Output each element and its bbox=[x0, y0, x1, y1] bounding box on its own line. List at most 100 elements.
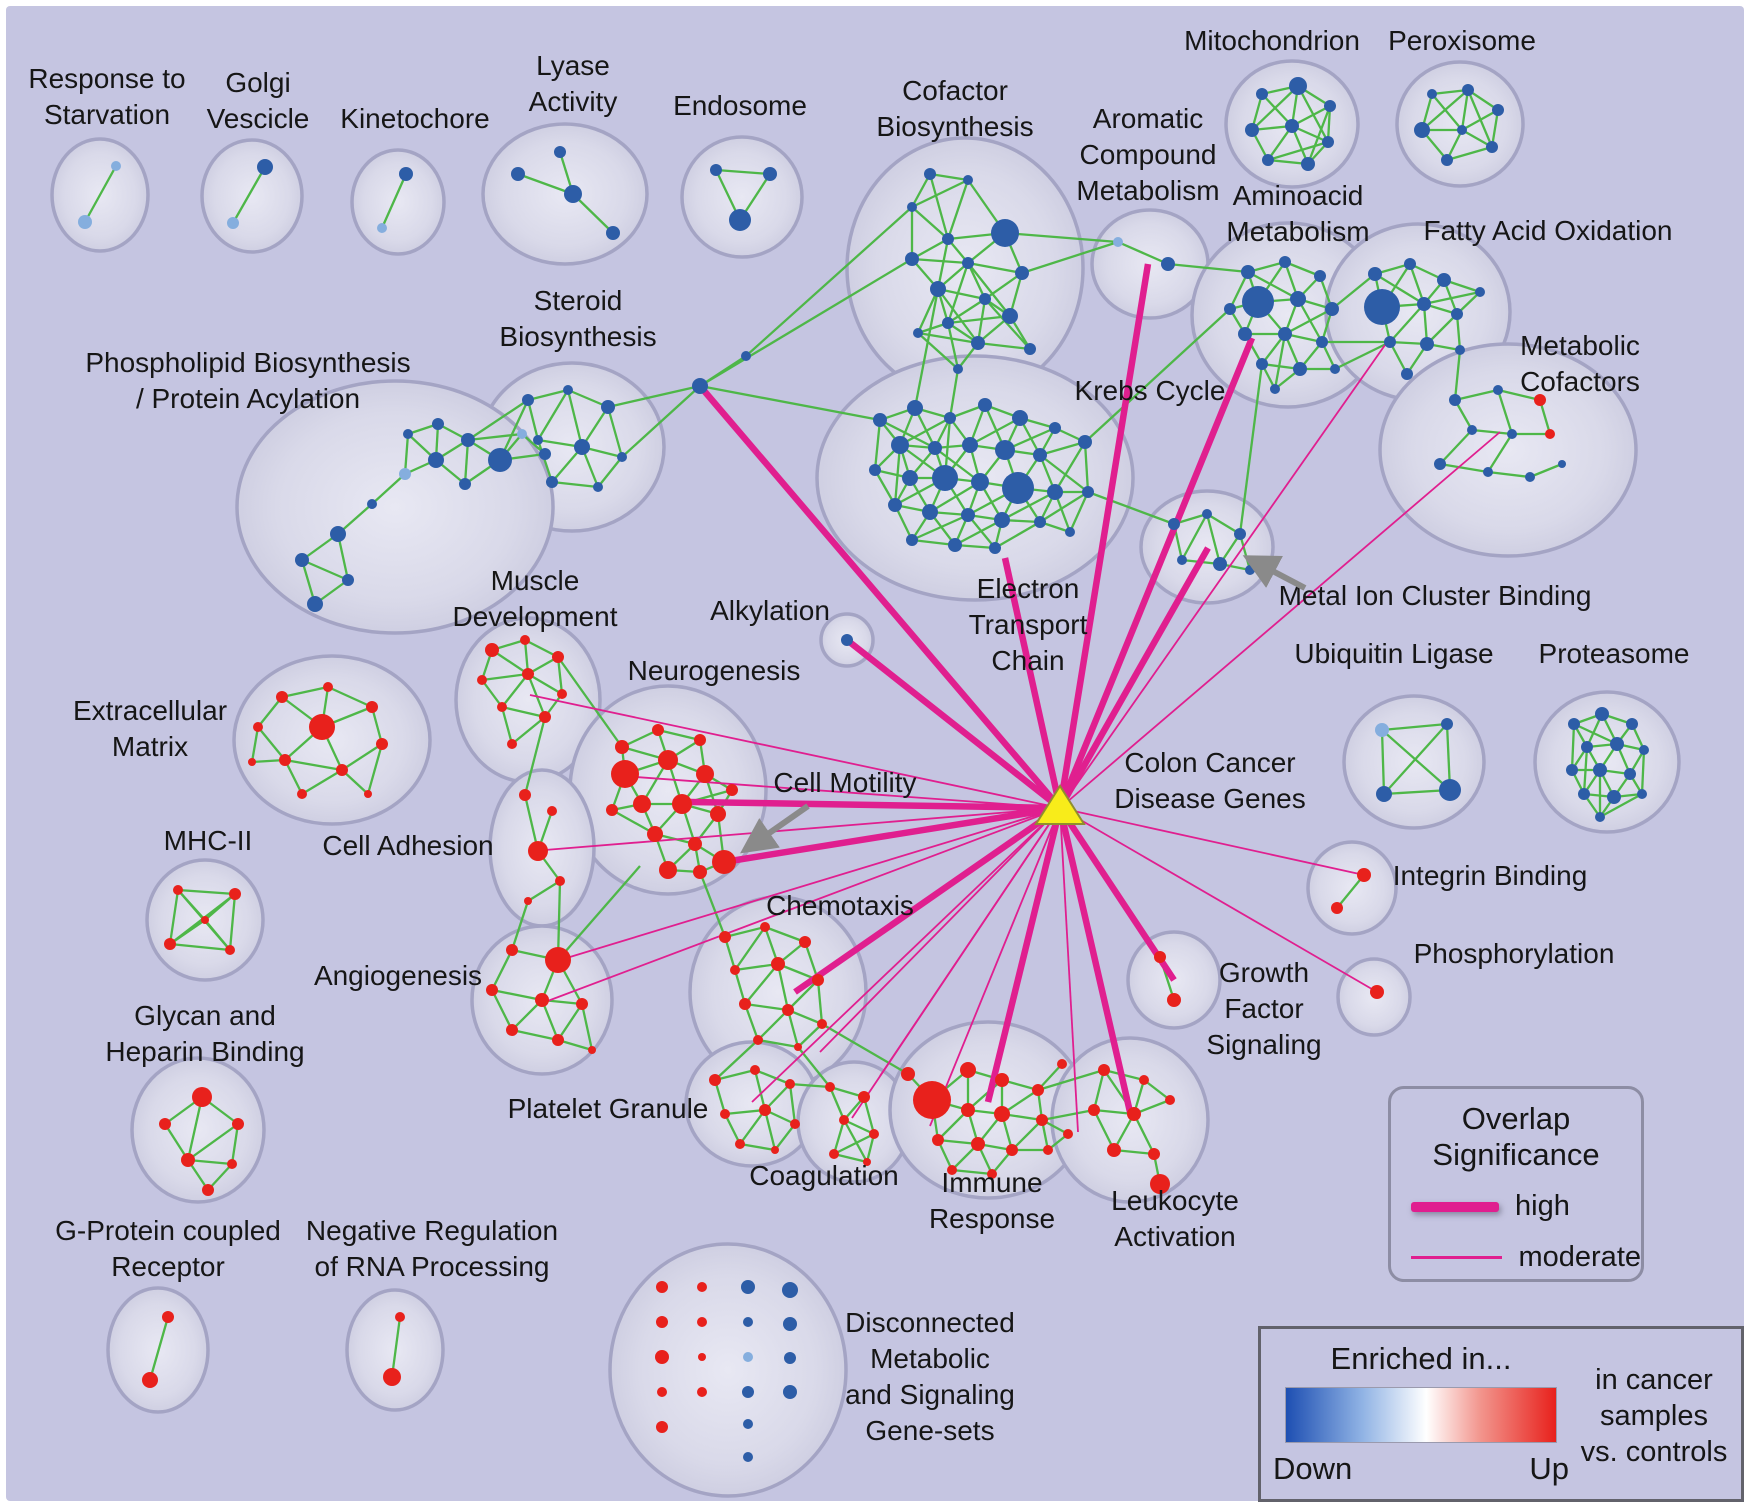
gene-set-node bbox=[535, 993, 549, 1007]
gene-set-edge bbox=[511, 1028, 559, 1042]
gene-set-node bbox=[971, 1137, 985, 1151]
cluster-extracellular-matrix bbox=[232, 654, 432, 826]
gene-set-edge bbox=[911, 513, 969, 542]
gene-set-edge bbox=[168, 889, 180, 945]
gene-set-node bbox=[672, 794, 692, 814]
gene-set-edge bbox=[1466, 89, 1494, 148]
gene-set-node bbox=[253, 722, 263, 732]
gene-set-edge bbox=[787, 979, 819, 1011]
gene-set-node bbox=[987, 1169, 997, 1179]
gene-set-node bbox=[720, 1109, 730, 1119]
gene-set-edge bbox=[828, 1086, 846, 1121]
gene-set-node bbox=[891, 436, 909, 454]
gene-set-edge bbox=[954, 518, 1003, 547]
overlap-link-moderate bbox=[751, 807, 1061, 1103]
gene-set-node bbox=[961, 508, 975, 522]
gene-set-edge bbox=[744, 1002, 789, 1012]
gene-set-node bbox=[517, 429, 527, 439]
gene-set-node bbox=[564, 185, 582, 203]
gene-set-edge bbox=[899, 416, 951, 447]
gene-set-node bbox=[1065, 527, 1075, 537]
gene-set-edge bbox=[566, 389, 584, 448]
gene-set-edge bbox=[1039, 440, 1086, 457]
gene-set-edge bbox=[934, 447, 981, 483]
gene-set-node bbox=[906, 534, 918, 546]
inter-cluster-links bbox=[467, 206, 1462, 1122]
overlap-link-moderate bbox=[621, 775, 1061, 809]
gene-set-node bbox=[336, 764, 348, 776]
gene-set-node bbox=[817, 1019, 827, 1029]
gene-set-edge bbox=[501, 673, 529, 708]
gene-set-node bbox=[1568, 718, 1580, 730]
cluster-label-growth-factor-signaling: Signaling bbox=[1206, 1029, 1321, 1060]
cluster-label-endosome: Endosome bbox=[673, 90, 807, 121]
gene-set-edge bbox=[842, 1119, 869, 1163]
gene-set-node bbox=[785, 1079, 795, 1089]
gene-set-edge bbox=[524, 638, 559, 659]
inter-cluster-edge bbox=[1238, 363, 1264, 535]
gene-set-edge bbox=[1439, 462, 1489, 474]
gene-set-node bbox=[659, 861, 677, 879]
high-significance-line-swatch bbox=[1411, 1201, 1499, 1212]
gene-set-node bbox=[1507, 429, 1517, 439]
gene-set-node bbox=[1202, 509, 1212, 519]
gene-set-edge bbox=[734, 962, 779, 972]
gene-set-node bbox=[1637, 789, 1647, 799]
cluster-label-electron-transport-chain: Electron bbox=[977, 573, 1080, 604]
gene-set-node bbox=[771, 1146, 779, 1154]
gene-set-node bbox=[652, 724, 664, 736]
gene-set-node bbox=[913, 1081, 951, 1119]
gene-set-node bbox=[995, 1073, 1009, 1087]
gene-set-node bbox=[162, 1311, 174, 1323]
cell-motility-arrow bbox=[740, 803, 810, 854]
cluster-label-ubiquitin-ligase: Ubiquitin Ligase bbox=[1294, 638, 1493, 669]
gene-set-node bbox=[1441, 154, 1453, 166]
gene-set-node bbox=[869, 464, 881, 476]
gene-set-node bbox=[227, 1159, 237, 1169]
gene-set-node bbox=[192, 1087, 212, 1107]
overlap-link-moderate bbox=[1059, 807, 1365, 876]
gene-set-edge bbox=[816, 979, 824, 1025]
gene-set-edge bbox=[1529, 462, 1563, 479]
gene-set-node bbox=[227, 217, 239, 229]
gene-set-node bbox=[753, 1035, 763, 1045]
gene-set-node bbox=[953, 364, 963, 374]
gene-set-edge bbox=[1408, 263, 1426, 305]
gene-set-node bbox=[1492, 104, 1504, 116]
overlap-link-high bbox=[844, 637, 1063, 811]
cluster-label-cofactor-biosynthesis: Biosynthesis bbox=[876, 111, 1033, 142]
gene-set-edge bbox=[1421, 89, 1469, 131]
inter-cluster-edge bbox=[510, 900, 530, 951]
gene-set-node bbox=[1558, 460, 1566, 468]
cluster-label-alkylation: Alkylation bbox=[710, 595, 830, 626]
gene-set-edge bbox=[967, 262, 1011, 317]
gene-set-node bbox=[1578, 788, 1590, 800]
gene-set-edge bbox=[250, 726, 260, 763]
high-significance-label: high bbox=[1515, 1190, 1570, 1223]
gene-set-edge bbox=[527, 388, 569, 402]
inter-cluster-edge bbox=[913, 288, 940, 409]
gene-set-node bbox=[181, 1153, 195, 1167]
gene-set-node bbox=[459, 478, 471, 490]
gene-set-node bbox=[944, 412, 956, 424]
gene-set-edge bbox=[1431, 88, 1469, 96]
overlap-link-high bbox=[1057, 806, 1177, 982]
gene-set-node bbox=[1414, 122, 1430, 138]
gene-set-node bbox=[739, 998, 751, 1010]
gene-set-edge bbox=[744, 963, 779, 1005]
gene-set-edge bbox=[232, 166, 266, 224]
cluster-metal-ion-cluster-binding bbox=[1139, 489, 1275, 605]
gene-set-edge bbox=[370, 706, 384, 745]
gene-set-node bbox=[1082, 486, 1094, 498]
gene-set-node bbox=[1417, 297, 1431, 311]
gene-set-node bbox=[1002, 472, 1034, 504]
inter-cluster-edge bbox=[699, 384, 881, 422]
gene-set-node bbox=[743, 1317, 753, 1327]
inter-cluster-edge bbox=[1334, 340, 1391, 371]
gene-set-edge bbox=[937, 1109, 969, 1141]
gene-set-edge bbox=[879, 418, 936, 450]
gene-set-edge bbox=[917, 332, 959, 370]
gene-set-node bbox=[1324, 100, 1336, 112]
hub-layer bbox=[1034, 784, 1086, 825]
